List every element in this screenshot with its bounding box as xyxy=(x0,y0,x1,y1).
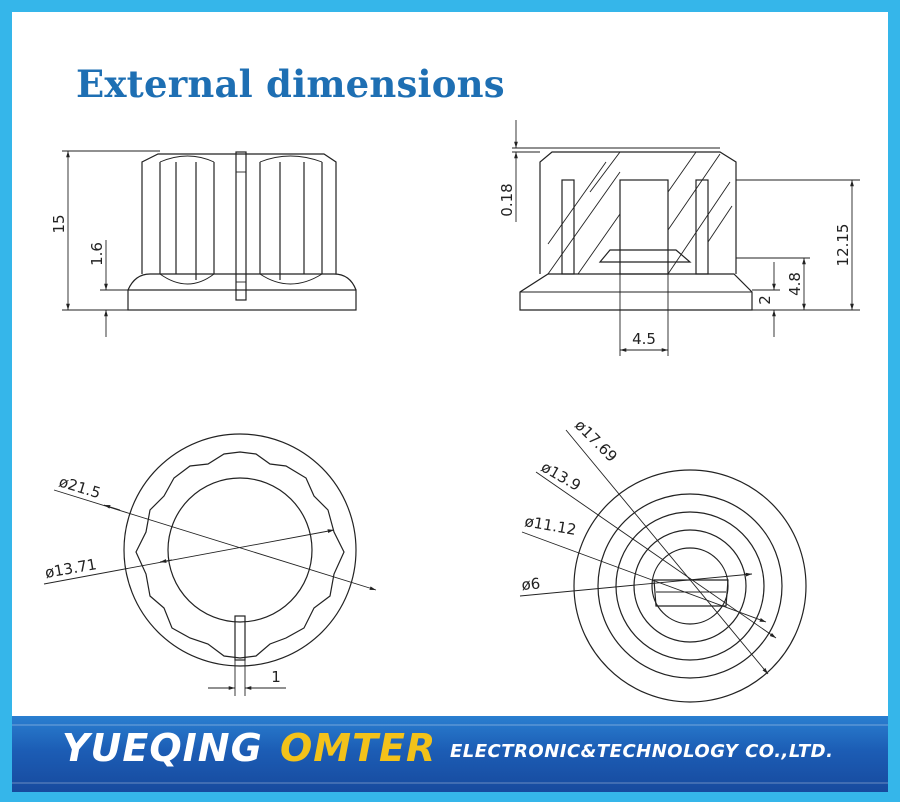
section-bore-dimension: 4.5 xyxy=(620,330,668,352)
section-base-dimension: 2 xyxy=(756,262,776,337)
section-skirt-label: 4.8 xyxy=(786,272,804,296)
top-view xyxy=(123,433,357,667)
section-view xyxy=(512,147,860,356)
front-base-dimension: 1.6 xyxy=(88,240,108,337)
page-title: External dimensions xyxy=(76,62,505,106)
bottom-view xyxy=(573,469,807,703)
bottom-d1-label: ø17.69 xyxy=(571,416,621,466)
top-slot-dimension: 1 xyxy=(208,660,286,696)
top-slot-label: 1 xyxy=(271,668,281,686)
section-skirt-dimension: 4.8 xyxy=(786,258,806,310)
front-view xyxy=(62,150,357,311)
section-height-dimension: 12.15 xyxy=(834,180,854,310)
brand-name-primary: YUEQING xyxy=(62,726,263,770)
front-height-dimension: 15 xyxy=(50,151,70,310)
company-name: ELECTRONIC&TECHNOLOGY CO.,LTD. xyxy=(450,741,834,762)
top-inner-label: ø13.71 xyxy=(44,555,98,582)
front-height-label: 15 xyxy=(50,214,68,233)
bottom-d4-dimension: ø6 xyxy=(519,572,753,597)
bottom-d3-label: ø11.12 xyxy=(523,512,577,539)
brand-name-secondary: OMTER xyxy=(280,726,437,770)
company-banner: YUEQING OMTER ELECTRONIC&TECHNOLOGY CO.,… xyxy=(12,716,888,792)
bottom-d4-label: ø6 xyxy=(521,574,541,594)
bottom-d1-dimension: ø17.69 xyxy=(565,416,769,675)
top-inner-dimension: ø13.71 xyxy=(44,529,335,585)
section-top-dimension: 0.18 xyxy=(498,120,518,222)
section-height-label: 12.15 xyxy=(834,224,852,267)
section-base-label: 2 xyxy=(756,295,774,305)
dimension-drawing: 15 1.6 xyxy=(44,120,860,703)
front-base-label: 1.6 xyxy=(88,242,106,266)
section-bore-label: 4.5 xyxy=(632,330,656,348)
section-top-label: 0.18 xyxy=(498,183,516,216)
footer-strip xyxy=(12,792,888,802)
